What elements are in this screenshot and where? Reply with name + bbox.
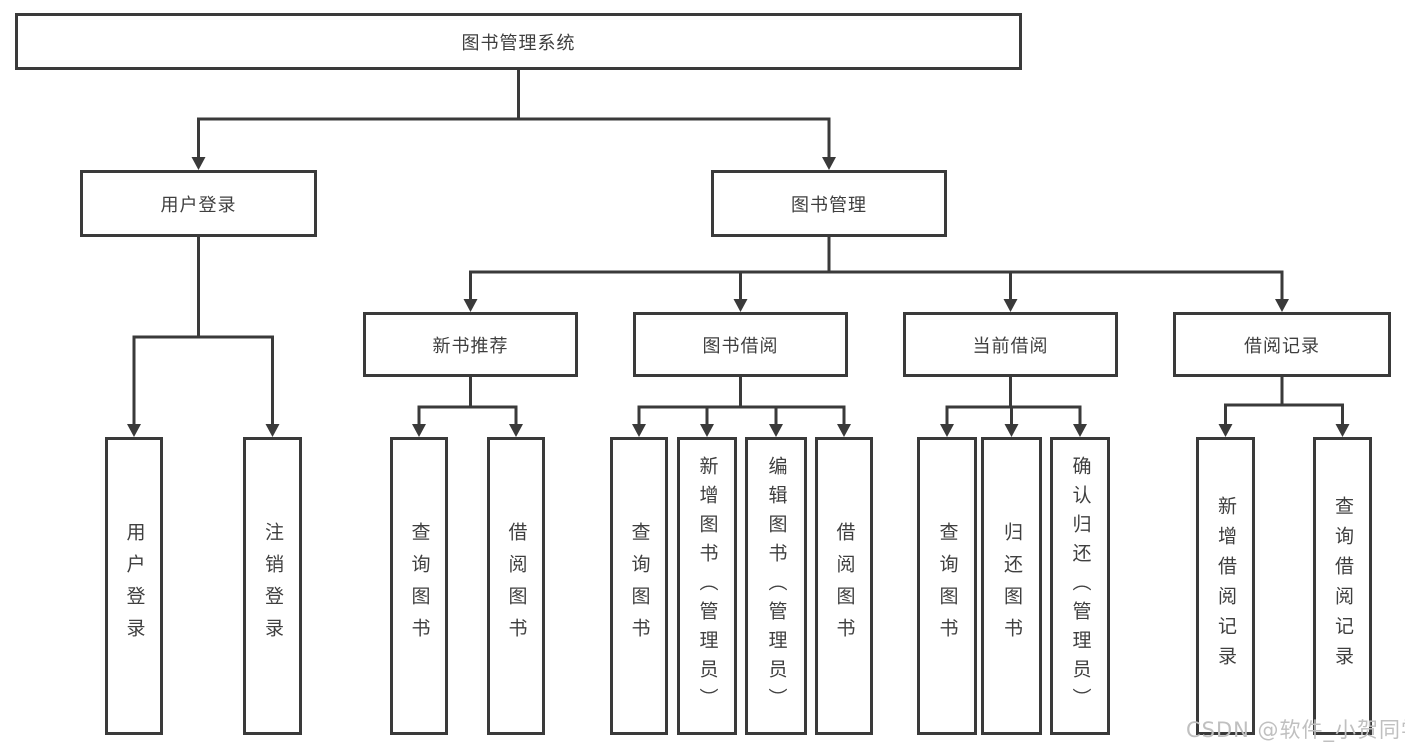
leaf-user-login: 用户登录	[105, 437, 163, 735]
leaf-add-borrow-record: 新增借阅记录	[1196, 437, 1255, 735]
node-new-book-recommend-label: 新书推荐	[432, 335, 509, 357]
node-book-borrow-label: 图书借阅	[702, 335, 779, 357]
node-book-management: 图书管理	[711, 170, 947, 237]
node-book-management-label: 图书管理	[791, 194, 867, 216]
leaf-borrow-book-recommend-label: 借阅图书	[505, 522, 528, 650]
leaf-query-borrow-record-label: 查询借阅记录	[1332, 496, 1354, 676]
leaf-query-borrow-record: 查询借阅记录	[1313, 437, 1372, 735]
leaf-logout-label: 注销登录	[262, 522, 284, 650]
leaf-user-login-label: 用户登录	[123, 522, 146, 650]
node-book-borrow: 图书借阅	[633, 312, 848, 377]
node-borrow-records-label: 借阅记录	[1244, 335, 1320, 357]
csdn-watermark: CSDN @软件_小贺同学	[1186, 718, 1405, 742]
leaf-confirm-return-admin-label: 确认归还（管理员）	[1069, 455, 1092, 717]
node-borrow-records: 借阅记录	[1173, 312, 1391, 377]
node-user-login-label: 用户登录	[160, 194, 237, 216]
leaf-query-book-current: 查询图书	[917, 437, 977, 735]
leaf-query-book-current-label: 查询图书	[936, 522, 959, 650]
leaf-query-book-recommend: 查询图书	[390, 437, 448, 735]
leaf-borrow-book-recommend: 借阅图书	[487, 437, 545, 735]
leaf-return-book-label: 归还图书	[1001, 522, 1023, 650]
leaf-query-book-borrow: 查询图书	[610, 437, 668, 735]
leaf-query-book-borrow-label: 查询图书	[628, 522, 651, 650]
leaf-borrow-book-label: 借阅图书	[833, 522, 856, 650]
node-root: 图书管理系统	[15, 13, 1022, 70]
leaf-borrow-book: 借阅图书	[815, 437, 873, 735]
node-current-borrow: 当前借阅	[903, 312, 1118, 377]
node-root-label: 图书管理系统	[461, 32, 576, 54]
leaf-add-book-admin-label: 新增图书（管理员）	[696, 455, 719, 717]
leaf-add-borrow-record-label: 新增借阅记录	[1215, 496, 1237, 676]
node-new-book-recommend: 新书推荐	[363, 312, 578, 377]
leaf-confirm-return-admin: 确认归还（管理员）	[1050, 437, 1110, 735]
leaf-return-book: 归还图书	[981, 437, 1042, 735]
leaf-edit-book-admin-label: 编辑图书（管理员）	[765, 455, 788, 717]
leaf-query-book-recommend-label: 查询图书	[408, 522, 431, 650]
leaf-edit-book-admin: 编辑图书（管理员）	[745, 437, 807, 735]
node-current-borrow-label: 当前借阅	[972, 335, 1049, 357]
leaf-add-book-admin: 新增图书（管理员）	[677, 437, 737, 735]
leaf-logout: 注销登录	[243, 437, 302, 735]
node-user-login: 用户登录	[80, 170, 317, 237]
